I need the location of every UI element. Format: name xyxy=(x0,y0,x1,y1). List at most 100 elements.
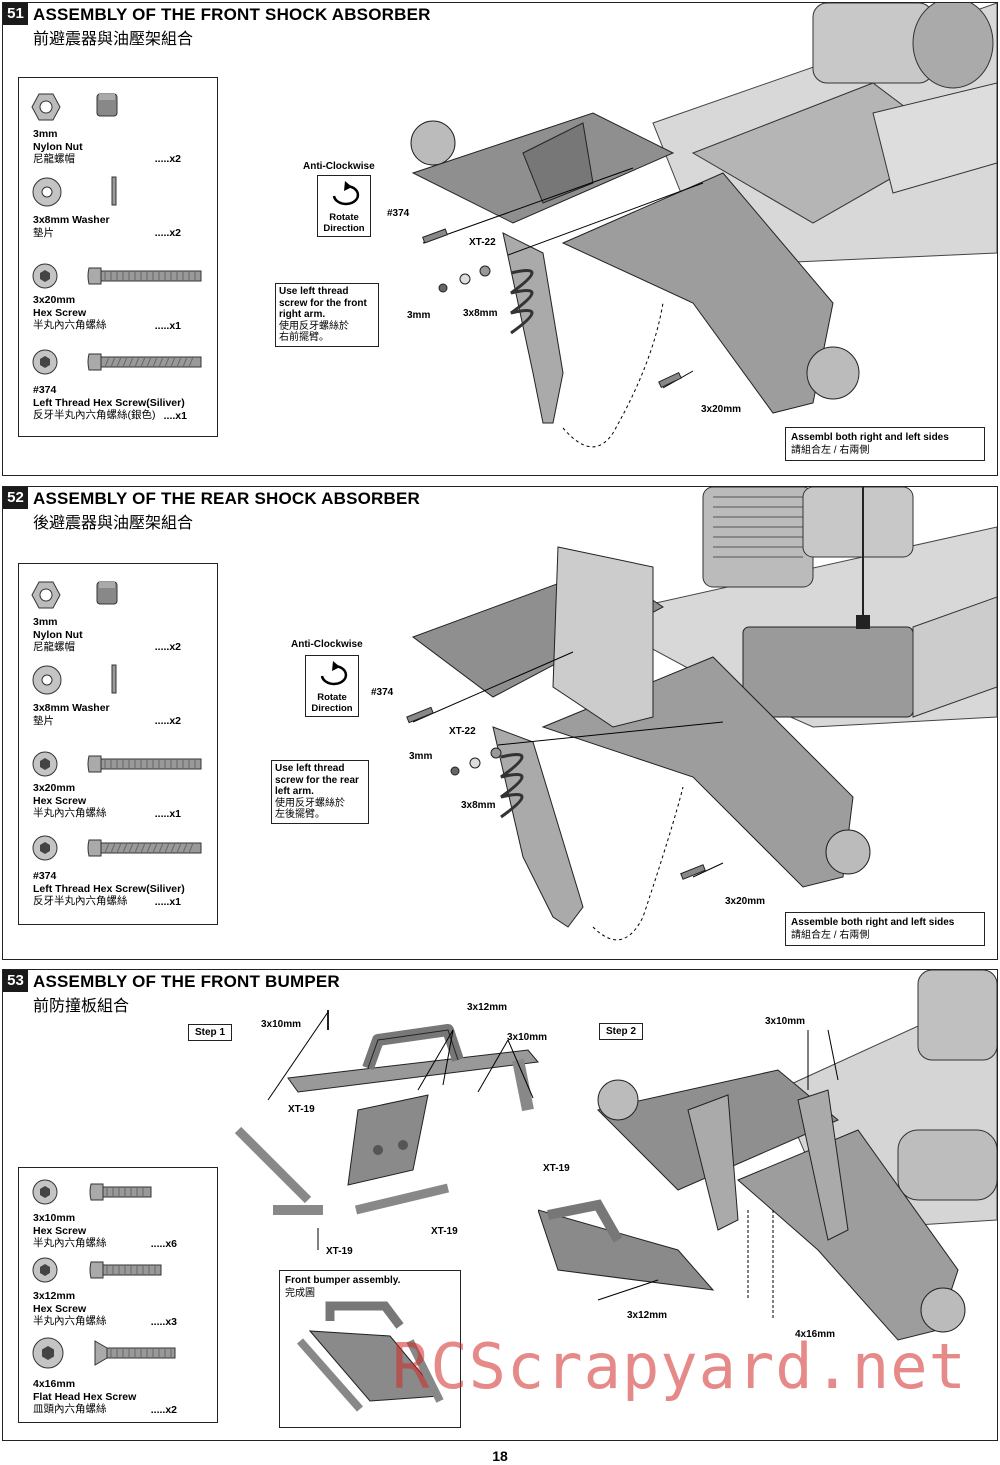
nylon-nut-side-icon xyxy=(96,581,118,605)
rear-shock-chassis-illustration xyxy=(406,487,997,941)
hex-screw-icon xyxy=(89,1183,152,1201)
part-name: Hex Screw xyxy=(33,1302,87,1315)
step-number: 51 xyxy=(3,3,28,25)
washer-side-icon xyxy=(111,176,117,206)
part-size: 3x12mm xyxy=(33,1290,76,1302)
warning-line-cn: 右前擺臂。 xyxy=(279,332,329,343)
part-qty: .....x2 xyxy=(154,715,181,727)
label-xt19: XT-19 xyxy=(326,1246,353,1257)
part-name-cn: 反牙半丸內六角螺絲(銀色) xyxy=(33,409,156,421)
part-name-cn: 墊片 xyxy=(33,714,54,727)
part-name-cn: 半丸內六角螺絲 xyxy=(33,1237,107,1249)
step-53-section: 53 ASSEMBLY OF THE FRONT BUMPER 前防撞板組合 S… xyxy=(2,969,998,1441)
page-number: 18 xyxy=(492,1448,508,1464)
step-number: 52 xyxy=(3,487,28,509)
part-qty: .....x3 xyxy=(150,1316,177,1328)
part-name-cn: 半丸內六角螺絲 xyxy=(33,1315,107,1327)
part-name-cn: 半丸內六角螺絲 xyxy=(33,807,107,819)
warning-line: screw for the front xyxy=(279,297,367,309)
screw-head-icon xyxy=(32,1179,58,1205)
section-subtitle: 前防撞板組合 xyxy=(33,998,130,1015)
label-3x20mm: 3x20mm xyxy=(701,404,742,415)
step-52-section: 52 ASSEMBLY OF THE REAR SHOCK ABSORBER 後… xyxy=(2,486,998,960)
label-xt19: XT-19 xyxy=(431,1226,458,1237)
part-name: Left Thread Hex Screw(Siliver) xyxy=(33,396,185,409)
part-size: 4x16mm xyxy=(33,1378,76,1390)
done-caption-cn: 完成圖 xyxy=(285,1288,315,1299)
part-name-cn: 半丸內六角螺絲 xyxy=(33,319,107,331)
warning-line-cn: 使用反牙螺絲於 xyxy=(279,320,349,332)
nylon-nut-side-icon xyxy=(96,93,118,117)
done-caption: Front bumper assembly. xyxy=(285,1275,401,1286)
label-3x10mm: 3x10mm xyxy=(765,1016,806,1027)
step-51-section: 51 ASSEMBLY OF THE FRONT SHOCK ABSORBER … xyxy=(2,2,998,476)
step-2-tag: Step 2 xyxy=(599,1023,644,1040)
bumper-exploded-illustration xyxy=(234,1010,539,1250)
rotation-label: Anti-Clockwise xyxy=(291,639,363,650)
warning-line: screw for the rear xyxy=(275,774,359,786)
direction-text: Direction xyxy=(323,223,365,234)
label-3x8mm: 3x8mm xyxy=(463,308,498,319)
part-name: Left Thread Hex Screw(Siliver) xyxy=(33,882,185,895)
hex-screw-icon xyxy=(87,755,202,773)
warning-line: right arm. xyxy=(279,309,326,320)
part-size: 3x8mm Washer xyxy=(33,214,110,226)
hex-screw-icon xyxy=(87,267,202,285)
warning-line-cn: 左後擺臂。 xyxy=(275,809,325,820)
bumper-on-chassis-illustration xyxy=(538,970,997,1341)
screw-head-icon xyxy=(32,1257,58,1283)
step-1-tag: Step 1 xyxy=(188,1024,233,1041)
part-name: Nylon Nut xyxy=(33,628,83,641)
rotate-arrow-icon xyxy=(332,181,360,206)
bumper-assembled-icon xyxy=(297,1301,444,1412)
part-size: #374 xyxy=(33,870,57,882)
part-size: 3mm xyxy=(33,616,58,628)
section-subtitle: 後避震器與油壓架組合 xyxy=(33,515,194,532)
part-name-cn: 尼龍螺帽 xyxy=(33,153,75,165)
note-text: Assembl both right and left sides xyxy=(791,432,949,443)
section-title: ASSEMBLY OF THE REAR SHOCK ABSORBER xyxy=(33,489,421,508)
part-name-cn: 皿頭內六角螺絲 xyxy=(33,1403,107,1415)
screw-head-icon xyxy=(32,263,58,289)
part-name: Hex Screw xyxy=(33,794,87,807)
nylon-nut-icon xyxy=(31,581,61,609)
left-thread-screw-icon xyxy=(87,839,202,857)
warning-line-cn: 使用反牙螺絲於 xyxy=(275,797,345,809)
left-thread-screw-icon xyxy=(87,353,202,371)
parts-list: 3mm Nylon Nut 尼龍螺帽 .....x2 3x8mm Washer … xyxy=(18,77,218,437)
part-qty: .....x2 xyxy=(154,641,181,653)
part-qty: .....x1 xyxy=(154,808,181,820)
section-title: ASSEMBLY OF THE FRONT BUMPER xyxy=(33,972,340,991)
part-qty: .....x1 xyxy=(154,320,181,332)
warning-line: left arm. xyxy=(275,786,314,797)
label-374: #374 xyxy=(387,208,410,219)
direction-text: Direction xyxy=(311,703,353,714)
part-name-cn: 尼龍螺帽 xyxy=(33,641,75,653)
warning-line: Use left thread xyxy=(275,763,345,774)
front-shock-chassis-illustration xyxy=(410,3,997,448)
flat-head-screw-icon xyxy=(32,1337,64,1369)
rotate-text: Rotate xyxy=(329,212,359,223)
label-374: #374 xyxy=(371,687,394,698)
washer-icon xyxy=(32,177,62,207)
screw-head-icon xyxy=(32,751,58,777)
assembly-note: Assembl both right and left sides 請組合左 /… xyxy=(785,427,985,461)
note-text-cn: 請組合左 / 右兩側 xyxy=(791,445,870,456)
part-size: 3mm xyxy=(33,128,58,140)
left-thread-warning: Use left thread screw for the front righ… xyxy=(275,283,379,347)
part-name: Hex Screw xyxy=(33,1224,87,1237)
label-3mm: 3mm xyxy=(407,310,431,321)
screw-head-icon xyxy=(32,349,58,375)
step-number: 53 xyxy=(3,970,28,992)
hex-screw-icon xyxy=(89,1261,162,1279)
part-size: #374 xyxy=(33,384,57,396)
washer-side-icon xyxy=(111,664,117,694)
note-text-cn: 請組合左 / 右兩側 xyxy=(791,930,870,941)
part-name: Flat Head Hex Screw xyxy=(33,1390,137,1403)
flat-head-screw-side-icon xyxy=(94,1340,176,1366)
part-qty: .....x1 xyxy=(154,896,181,908)
part-name: Nylon Nut xyxy=(33,140,83,153)
label-3x12mm: 3x12mm xyxy=(467,1002,508,1013)
part-size: 3x20mm xyxy=(33,782,76,794)
